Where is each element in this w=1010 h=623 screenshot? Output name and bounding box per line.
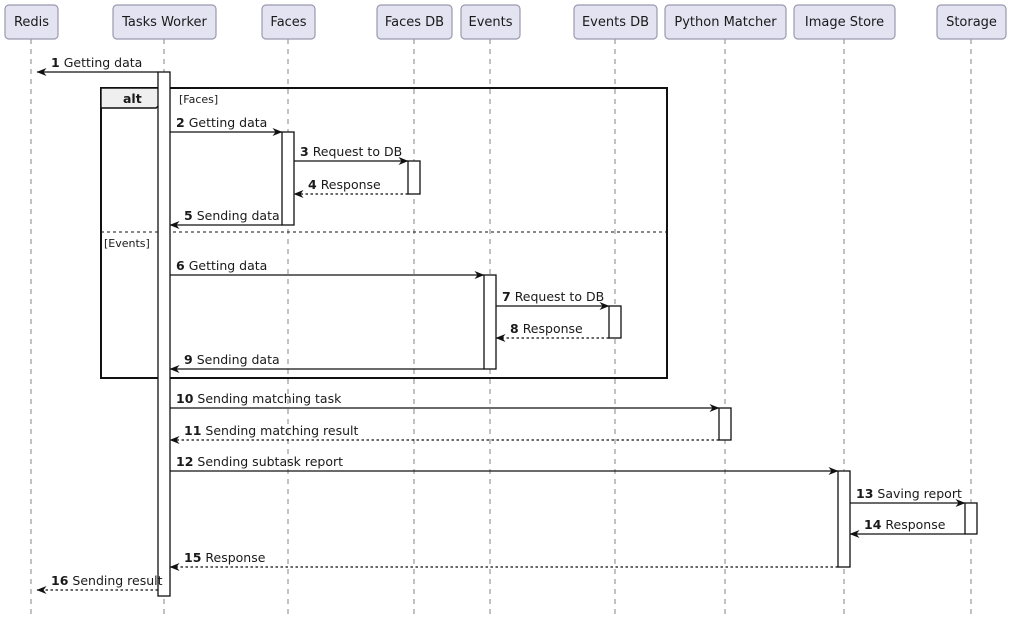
message-text-13: Saving report [877,486,962,501]
message-label-11: 11 Sending matching result [184,423,359,438]
activation-matcher [718,407,732,441]
message-text-5: Sending data [196,208,280,223]
message-number-4: 4 [308,177,317,192]
message-number-7: 7 [502,289,511,304]
message-label-3: 3 Request to DB [300,144,403,159]
message-text-7: Request to DB [514,289,605,304]
message-label-15: 15 Response [184,550,266,565]
activation-worker [157,71,171,597]
participant-box-faces[interactable] [261,4,316,40]
message-number-10: 10 [176,391,194,406]
message-label-8: 8 Response [510,321,583,336]
alt-guard-0: [Faces] [179,93,219,106]
message-label-14: 14 Response [864,517,946,532]
message-text-15: Response [205,550,266,565]
message-label-7: 7 Request to DB [502,289,605,304]
activation-faces [281,131,295,226]
participant-label-faces: Faces [270,15,307,30]
lifelines-group [30,39,972,618]
activation-facesdb [407,160,421,195]
message-number-11: 11 [184,423,202,438]
participant-label-storage: Storage [946,15,997,30]
alt-guard-1: [Events] [104,237,150,250]
message-text-9: Sending data [196,352,280,367]
message-label-4: 4 Response [308,177,381,192]
participant-boxes-group [4,4,1007,40]
message-text-14: Response [885,517,946,532]
message-number-6: 6 [176,258,185,273]
activation-imgstore [837,470,851,568]
activation-storage [964,502,978,535]
participant-label-redis: Redis [13,15,50,30]
participant-label-worker: Tasks Worker [122,15,207,30]
activation-bars-group [157,71,978,597]
message-number-16: 16 [51,573,69,588]
message-number-14: 14 [864,517,882,532]
message-text-12: Sending subtask report [197,454,344,469]
participant-label-matcher: Python Matcher [674,15,777,30]
message-label-2: 2 Getting data [176,115,268,130]
message-number-13: 13 [856,486,874,501]
message-number-3: 3 [300,144,309,159]
participant-box-redis[interactable] [4,4,59,40]
participant-box-storage[interactable] [936,4,1007,40]
message-label-12: 12 Sending subtask report [176,454,344,469]
participant-box-imgstore[interactable] [793,4,896,40]
message-number-2: 2 [176,115,185,130]
activation-events [483,274,497,370]
message-label-13: 13 Saving report [856,486,962,501]
message-label-16: 16 Sending result [51,573,163,588]
participant-label-facesdb: Faces DB [384,15,445,30]
message-arrows-group [36,68,966,594]
message-text-16: Sending result [72,573,163,588]
message-number-9: 9 [184,352,193,367]
activation-eventsdb [608,305,622,339]
message-number-12: 12 [176,454,194,469]
participant-box-facesdb[interactable] [376,4,453,40]
message-text-10: Sending matching task [197,391,342,406]
message-text-3: Request to DB [312,144,403,159]
message-text-11: Sending matching result [205,423,359,438]
participant-label-eventsdb: Events DB [581,15,650,30]
message-label-10: 10 Sending matching task [176,391,342,406]
message-label-5: 5 Sending data [184,208,280,223]
message-text-1: Getting data [63,55,143,70]
message-text-6: Getting data [188,258,268,273]
message-label-9: 9 Sending data [184,352,280,367]
message-text-2: Getting data [188,115,268,130]
message-number-1: 1 [51,55,60,70]
alt-fragment-border [100,87,668,379]
alt-operator-label: alt [123,91,142,106]
participant-box-matcher[interactable] [664,4,787,40]
participant-box-worker[interactable] [112,4,217,40]
message-number-15: 15 [184,550,202,565]
participant-box-events[interactable] [460,4,521,40]
message-text-4: Response [320,177,381,192]
participant-label-events: Events [468,15,513,30]
participant-box-eventsdb[interactable] [573,4,658,40]
participant-label-imgstore: Image Store [804,15,885,30]
message-label-1: 1 Getting data [51,55,143,70]
message-label-6: 6 Getting data [176,258,268,273]
message-number-5: 5 [184,208,193,223]
message-number-8: 8 [510,321,519,336]
message-text-8: Response [522,321,583,336]
